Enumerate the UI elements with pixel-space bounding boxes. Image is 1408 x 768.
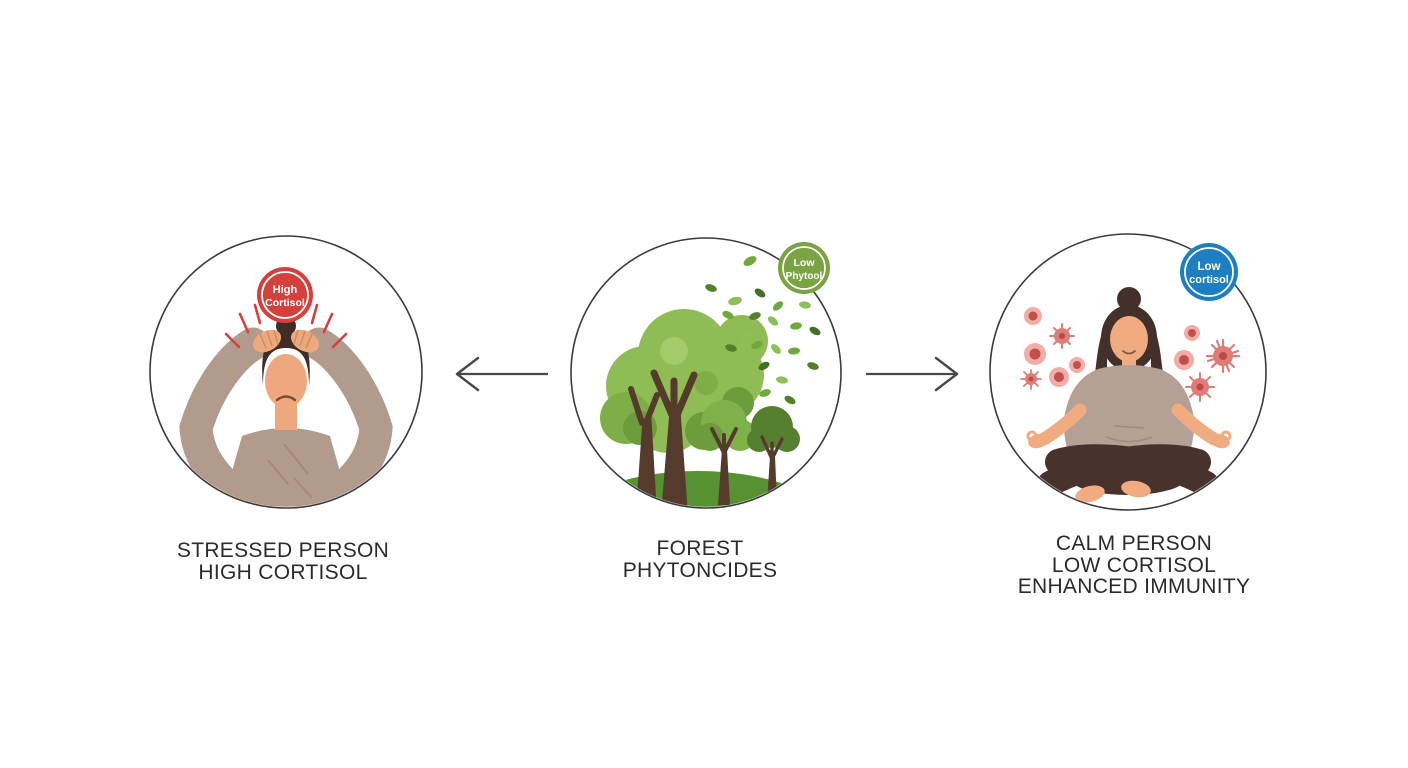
- svg-text:cortisol: cortisol: [1189, 274, 1229, 286]
- arrow-left-icon: [455, 356, 548, 392]
- right-foot: [1121, 480, 1151, 498]
- floating-leaves: [705, 256, 821, 405]
- calm-caption-line2: LOW CORTISOL: [1051, 553, 1217, 577]
- low-cortisol-badge: Low cortisol: [1180, 243, 1238, 301]
- calm-shirt: [1063, 365, 1195, 452]
- stressed-caption-line1: STRESSED PERSON: [176, 539, 390, 562]
- forest-ground: [572, 471, 840, 507]
- arrow-right-icon: [866, 356, 959, 392]
- medium-tree: [696, 400, 756, 505]
- svg-text:Cortisol: Cortisol: [265, 297, 305, 309]
- forest-panel: Low Phytool: [570, 237, 842, 509]
- meditating-woman: [1026, 287, 1232, 503]
- forest-caption: FOREST PHYTONCIDES: [550, 538, 850, 581]
- virus-icons: [1020, 323, 1241, 402]
- calm-caption: CALM PERSON LOW CORTISOL ENHANCED IMMUNI…: [974, 533, 1294, 598]
- calm-caption-line3: ENHANCED IMMUNITY: [1017, 575, 1251, 598]
- stressed-person-panel: High Cortisol: [149, 235, 423, 509]
- frown-mouth: [275, 395, 297, 402]
- stressed-right-arm: [302, 327, 393, 507]
- stress-lines: [224, 303, 348, 349]
- stressed-hands: [252, 329, 320, 353]
- hair-bun: [1117, 287, 1141, 311]
- high-cortisol-badge: High Cortisol: [257, 267, 313, 323]
- stressed-caption-line2: HIGH CORTISOL: [198, 560, 368, 584]
- stressed-caption: STRESSED PERSON HIGH CORTISOL: [116, 540, 450, 583]
- svg-text:Phytool: Phytool: [786, 271, 823, 282]
- stressed-left-arm: [179, 327, 270, 507]
- big-tree-trunks: [628, 369, 698, 507]
- mudra-hands: [1026, 430, 1232, 449]
- stressed-neck: [275, 402, 297, 430]
- smile-mouth: [1122, 350, 1136, 355]
- immune-cells: [1024, 307, 1200, 387]
- calm-person-illustration: [1020, 287, 1241, 503]
- svg-text:Low: Low: [794, 257, 816, 269]
- calm-person-panel: Low cortisol: [989, 233, 1267, 511]
- big-tree-canopy: [600, 309, 768, 453]
- svg-text:High: High: [273, 284, 298, 296]
- forest-caption-line2: PHYTONCIDES: [622, 558, 778, 582]
- phytoncide-badge: Low Phytool: [778, 242, 830, 294]
- svg-text:Low: Low: [1198, 261, 1221, 273]
- left-foot: [1075, 485, 1105, 503]
- shirt-folds: [267, 443, 313, 499]
- stressed-person-illustration: [179, 316, 393, 507]
- forest-caption-line1: FOREST: [656, 537, 744, 560]
- calm-caption-line1: CALM PERSON: [1055, 532, 1213, 555]
- crossed-legs: [1037, 444, 1219, 503]
- calm-face: [1110, 316, 1148, 362]
- hair-front: [1109, 306, 1149, 334]
- stressed-face: [265, 354, 307, 408]
